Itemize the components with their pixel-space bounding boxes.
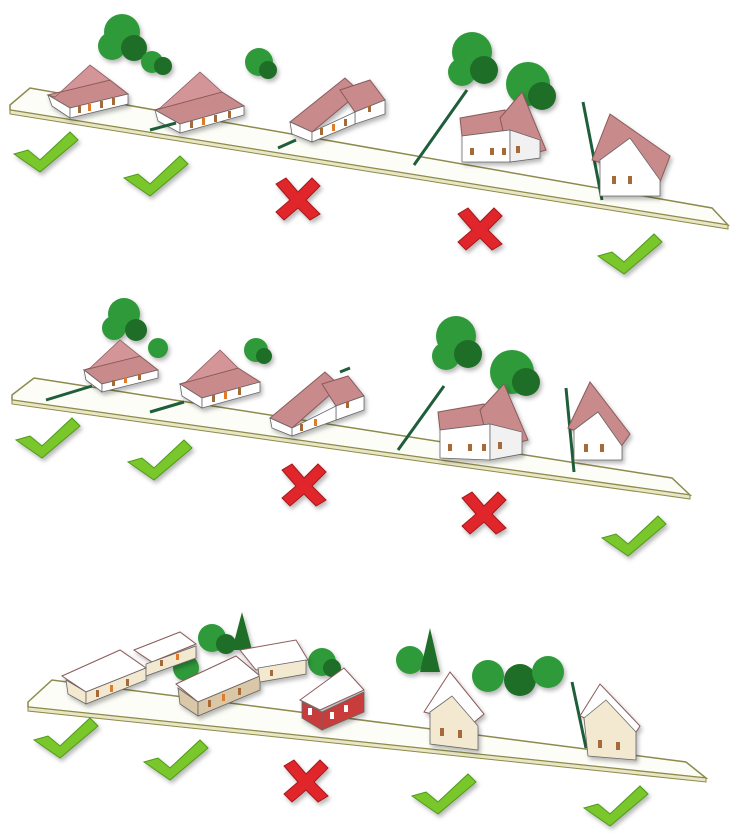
check-mark-icon [128, 440, 192, 480]
tree-icon [432, 316, 540, 396]
check-mark-icon [412, 774, 476, 814]
street-row-2 [12, 298, 690, 556]
tree-icon [98, 14, 172, 75]
check-mark-icon [14, 132, 78, 172]
check-mark-icon [598, 234, 662, 274]
tree-icon [244, 338, 272, 364]
street-row-3 [28, 612, 706, 826]
cross-mark-icon [284, 760, 328, 802]
house-icon [438, 384, 528, 460]
fence-icon [340, 368, 350, 372]
tree-icon [245, 48, 277, 79]
house-icon [84, 340, 158, 392]
check-mark-icon [584, 786, 648, 826]
house-icon [568, 382, 630, 460]
tree-icon [198, 612, 252, 654]
house-icon [290, 78, 385, 142]
house-icon [580, 684, 640, 760]
cross-mark-icon [462, 492, 506, 534]
cross-mark-icon [276, 178, 320, 220]
check-mark-icon [124, 156, 188, 196]
tree-icon [448, 32, 556, 110]
check-mark-icon [16, 418, 80, 458]
cross-mark-icon [282, 464, 326, 506]
check-mark-icon [602, 516, 666, 556]
house-icon [270, 372, 364, 436]
check-mark-icon [34, 718, 98, 758]
tree-icon [396, 628, 564, 696]
house-icon [592, 114, 670, 196]
street-row-1 [10, 14, 728, 274]
check-mark-icon [144, 740, 208, 780]
fence-icon [414, 90, 467, 165]
cross-mark-icon [458, 208, 502, 250]
